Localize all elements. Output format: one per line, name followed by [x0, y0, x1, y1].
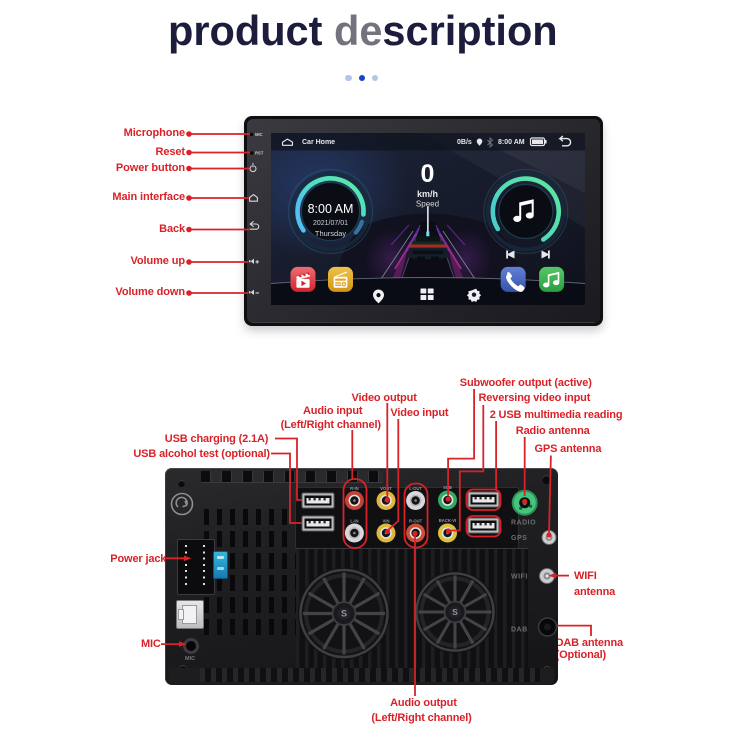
svg-text:R-OUT: R-OUT [409, 519, 423, 524]
svg-text:Car Home: Car Home [302, 139, 335, 146]
svg-text:MIC: MIC [255, 132, 263, 137]
svg-text:8:00 AM: 8:00 AM [498, 139, 525, 146]
svg-text:Speed: Speed [415, 199, 438, 208]
svg-text:km/h: km/h [416, 189, 437, 199]
svg-text:S: S [341, 609, 347, 619]
svg-text:0B/s: 0B/s [457, 139, 472, 146]
svg-text:Thursday: Thursday [314, 229, 346, 238]
svg-text:L-OUT: L-OUT [409, 486, 422, 491]
svg-text:SUB: SUB [443, 485, 452, 490]
svg-text:GPS: GPS [511, 535, 527, 542]
svg-text:RADIO: RADIO [511, 520, 536, 527]
svg-text:BACK-VI: BACK-VI [439, 518, 456, 523]
svg-text:VOUT: VOUT [380, 486, 392, 491]
svg-text:8:00 AM: 8:00 AM [307, 202, 353, 216]
svg-text:L-IN: L-IN [350, 519, 358, 524]
svg-text:WIFI: WIFI [511, 574, 528, 581]
svg-text:R-IN: R-IN [350, 486, 359, 491]
svg-text:RST: RST [255, 150, 264, 155]
svg-text:DAB: DAB [511, 627, 528, 634]
svg-text:0: 0 [420, 160, 434, 188]
svg-text:2021/07/01: 2021/07/01 [312, 220, 347, 227]
svg-text:VIN: VIN [383, 519, 390, 524]
svg-text:S: S [452, 607, 458, 617]
